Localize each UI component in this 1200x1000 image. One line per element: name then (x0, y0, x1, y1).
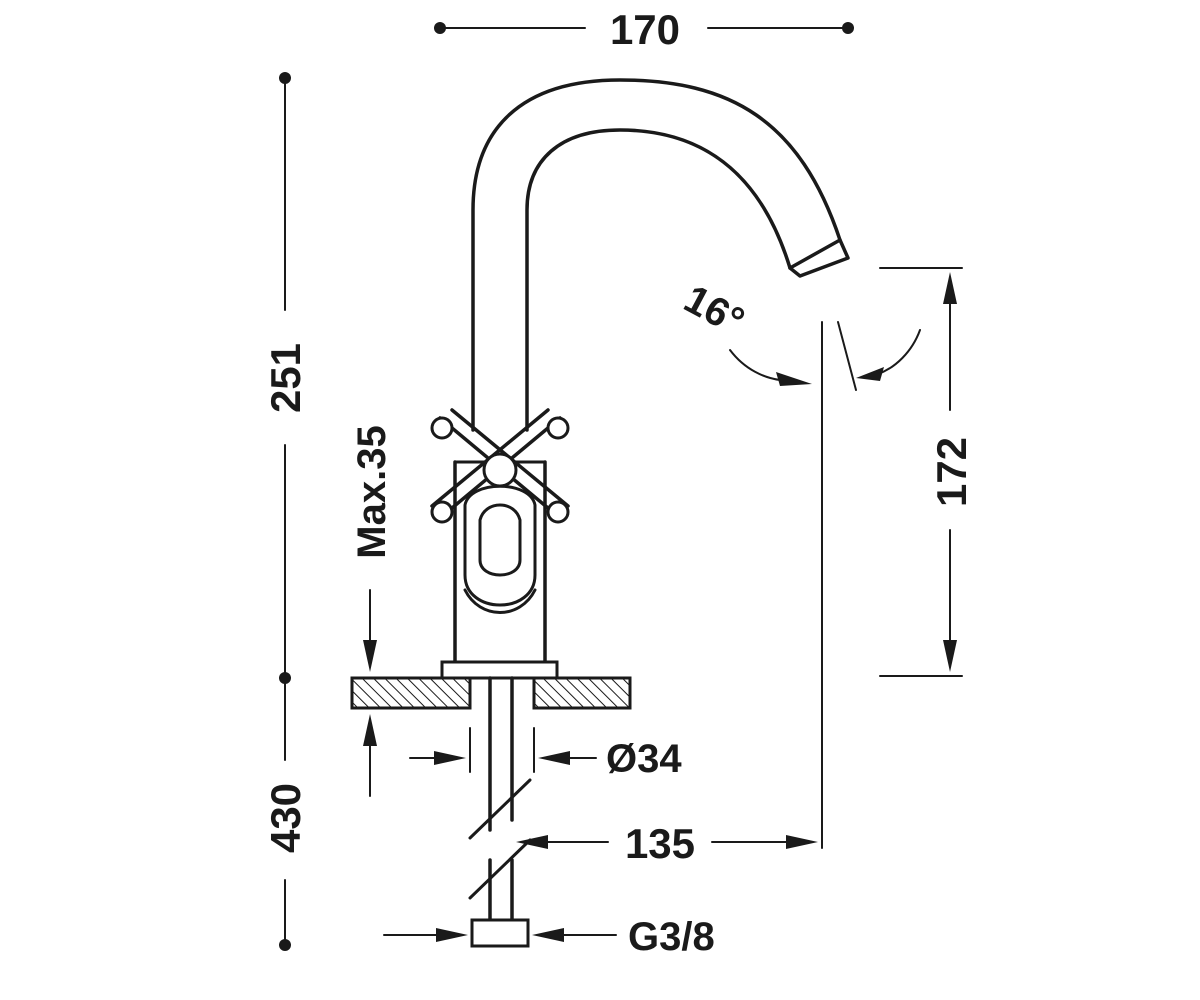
handle-knob (546, 416, 570, 440)
dimension-diameter-34: Ø34 (409, 727, 682, 781)
arrow-up (363, 714, 377, 746)
faucet-body (440, 78, 850, 680)
arrow-up (943, 272, 957, 304)
handle-knob (546, 500, 570, 524)
arrow-left (856, 367, 884, 381)
dimension-251: 251 (262, 72, 309, 684)
handle-knob (430, 500, 454, 524)
dimension-label-diameter: Ø34 (606, 737, 682, 781)
hose-connector (470, 918, 530, 948)
dimension-label-172: 172 (928, 437, 975, 507)
arrow-right (786, 835, 818, 849)
arrow-right (776, 372, 812, 386)
handle-hub (482, 452, 518, 488)
dimension-label-max-35: Max.35 (350, 425, 394, 558)
dimension-max-35: Max.35 (350, 425, 394, 797)
dimension-135: 135 (516, 321, 823, 867)
dimension-label-430: 430 (262, 783, 309, 853)
supply-hose (468, 676, 532, 948)
dimension-angle-16: 16° (677, 277, 921, 391)
dimension-label-170: 170 (610, 6, 680, 53)
dimension-label-g38: G3/8 (628, 915, 715, 959)
cartridge-inner (478, 503, 522, 577)
arrow-right (436, 928, 468, 942)
dimension-label-251: 251 (262, 343, 309, 413)
spout-inner-line (525, 128, 792, 432)
cross-handle (430, 408, 570, 524)
arrow-left (538, 751, 570, 765)
dimension-g38: G3/8 (383, 915, 715, 959)
arrow-left (532, 928, 564, 942)
arrow-down (943, 640, 957, 672)
base-plate (440, 660, 559, 680)
handle-knob (430, 416, 454, 440)
arrow-left (516, 835, 548, 849)
dimension-430: 430 (262, 677, 309, 951)
dimension-172: 172 (879, 267, 975, 677)
dimension-170: 170 (434, 6, 854, 53)
dimension-label-angle: 16° (677, 277, 751, 344)
dimension-label-135: 135 (625, 820, 695, 867)
arrow-right (434, 751, 466, 765)
spout-outer-line (471, 78, 842, 432)
spout-tip (788, 238, 850, 278)
arrow-down (363, 640, 377, 672)
countertop-section (350, 676, 632, 710)
cartridge-outline (463, 484, 537, 607)
